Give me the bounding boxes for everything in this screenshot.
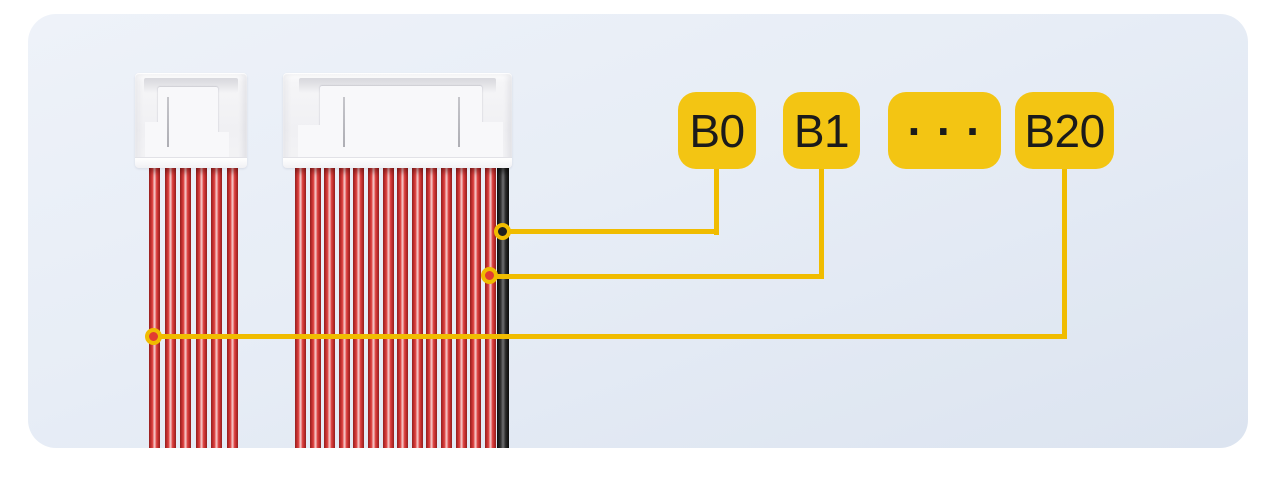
red-wire	[455, 168, 467, 448]
connector-large-housing	[283, 73, 512, 168]
callout-b0-dot	[494, 223, 511, 240]
connector-slot	[458, 97, 460, 147]
red-wire	[484, 168, 496, 448]
red-wire	[368, 168, 380, 448]
badge-b20: B20	[1015, 92, 1114, 169]
callout-b20-dot	[145, 328, 162, 345]
red-wire	[324, 168, 336, 448]
callout-b20-line-vertical	[1062, 169, 1067, 339]
red-wire	[226, 168, 238, 448]
connector-latch-block	[320, 86, 482, 158]
callout-b1-line-horizontal	[490, 274, 824, 279]
badge-b0: B0	[678, 92, 756, 169]
callout-b0-line-vertical	[714, 169, 719, 235]
connector-key-step-left	[145, 122, 159, 158]
red-wire	[426, 168, 438, 448]
connector-slot	[167, 97, 169, 147]
connector-flange	[283, 157, 512, 168]
connector-key-step-left	[298, 125, 321, 158]
red-wire	[164, 168, 176, 448]
callout-b1-dot	[481, 267, 498, 284]
large-connector-wires	[295, 168, 496, 448]
connector-key-step-right	[481, 122, 503, 158]
badge-b1: B1	[783, 92, 860, 169]
badge-ellipsis: ···	[888, 92, 1001, 169]
red-wire	[470, 168, 482, 448]
red-wire	[149, 168, 160, 448]
small-connector-wires	[149, 168, 238, 448]
red-wire	[397, 168, 409, 448]
connector-key-step-right	[217, 132, 229, 158]
red-wire	[295, 168, 306, 448]
red-wire	[180, 168, 192, 448]
red-wire	[382, 168, 394, 448]
diagram-panel: B0 B1 ··· B20	[28, 14, 1248, 448]
red-wire	[353, 168, 365, 448]
callout-b20-line-horizontal	[154, 334, 1067, 339]
red-wire	[441, 168, 453, 448]
connector-slot	[343, 97, 345, 147]
connector-flange	[135, 157, 247, 168]
red-wire	[411, 168, 423, 448]
connector-small-housing	[135, 73, 247, 168]
red-wire	[195, 168, 207, 448]
red-wire	[309, 168, 321, 448]
callout-b1-line-vertical	[819, 169, 824, 279]
callout-b0-line-horizontal	[503, 229, 719, 234]
red-wire	[338, 168, 350, 448]
red-wire	[211, 168, 223, 448]
black-wire-b0	[497, 168, 509, 448]
